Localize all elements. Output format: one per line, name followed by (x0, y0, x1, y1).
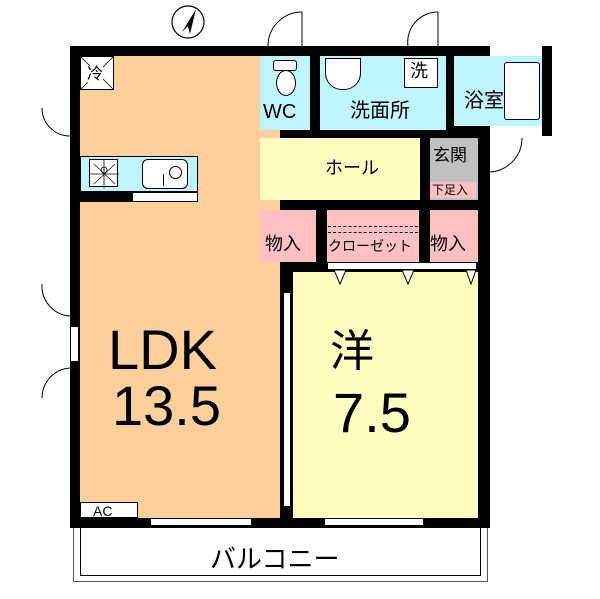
washbasin-icon (325, 58, 361, 90)
bath-label: 浴室 (464, 88, 504, 112)
closet-door-strip (327, 262, 477, 270)
hall-label: ホール (325, 158, 379, 179)
room-storage-right (430, 210, 478, 262)
closet-label: クローゼット (328, 239, 412, 255)
bathtub-icon (504, 62, 540, 120)
fridge: 冷 (79, 55, 115, 91)
room-hall (260, 138, 420, 200)
aircon-label: AC (93, 503, 113, 519)
washroom-label: 洗面所 (350, 98, 410, 122)
aircon: AC (80, 502, 138, 518)
balcony-label: バルコニー (210, 545, 340, 575)
western-name: 洋 (330, 326, 374, 377)
door-wc-icon (267, 11, 303, 48)
washer: 洗 (404, 58, 438, 88)
western-size: 7.5 (333, 381, 411, 444)
room-storage-left (260, 210, 316, 262)
balcony (73, 522, 488, 582)
wc-label: WC (263, 101, 297, 123)
north-arrow-icon (171, 5, 205, 39)
shoe-box-label: 下足入 (432, 183, 469, 197)
stove-icon (89, 159, 119, 188)
window-ldk-bottom (150, 518, 252, 526)
entrance-label: 玄関 (433, 146, 467, 166)
door-ldk-left-upper-icon (41, 107, 71, 137)
door-ldk-left-lower-icon (41, 367, 71, 399)
window-western-bottom (324, 518, 424, 526)
room-western (293, 272, 478, 518)
door-entrance-icon (487, 137, 523, 173)
bath-wall (542, 46, 552, 136)
door-ldk-left-mid-icon (41, 283, 71, 317)
washer-label: 洗 (410, 61, 428, 82)
ldk-size: 13.5 (112, 374, 221, 437)
door-washroom-icon (407, 11, 439, 48)
counter-base (80, 192, 132, 202)
storage-right-label: 物入 (430, 234, 466, 255)
counter-edge (132, 192, 198, 202)
sliding-door (283, 292, 291, 507)
sink-icon (142, 159, 188, 189)
shoe-box: 下足入 (430, 182, 476, 198)
room-closet (327, 210, 419, 262)
fridge-label: 冷 (87, 64, 104, 83)
closet-door-markers (333, 269, 477, 286)
storage-left-label: 物入 (265, 234, 301, 255)
ldk-name: LDK (108, 318, 217, 381)
window-ldk-left (70, 326, 79, 362)
toilet-bowl (276, 70, 296, 96)
closet-rod (328, 226, 418, 233)
